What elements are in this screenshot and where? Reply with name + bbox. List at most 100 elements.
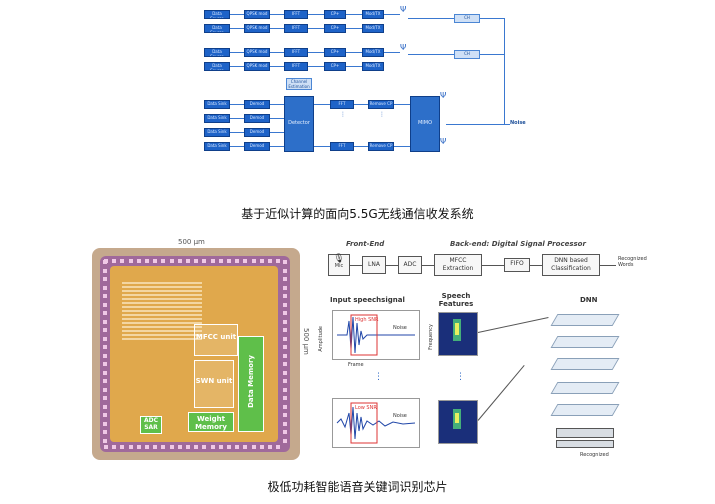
bond-pad [103,353,107,358]
bond-pad [120,445,125,449]
bond-pad [103,260,107,264]
bond-pad [145,259,149,263]
waveform-high-snr-svg [337,314,415,356]
microphone-icon: 🎙 [333,254,345,264]
rx-block: Data Sink [204,100,230,109]
bond-pad [283,285,287,290]
tx-block: QPSK mod [244,48,270,57]
chip-micrograph: 500 μm 500 μm MFCC unit SWN unit Data Me… [88,238,310,463]
dnn-output-block [556,428,614,438]
keyword-spotting-pipeline: Front-End Back-end: Digital Signal Proce… [318,236,710,464]
tx-block: Mod/TX [362,24,384,33]
dnn-layer [550,404,620,416]
bond-pad [227,259,231,263]
bond-pad [283,438,287,443]
bond-pad [202,445,207,449]
bond-pad [104,445,108,449]
mfcc-extraction-block: MFCC Extraction [434,254,482,276]
bond-pad [161,445,166,449]
tx-block: Data Source [204,62,230,71]
bond-pad [103,285,107,290]
tx-block: Mod/TX [362,10,384,19]
bond-pad [210,445,215,449]
bond-pad [283,336,287,341]
tx-block: IFFT [284,10,308,19]
bond-pad [103,302,107,307]
recognized-words-label: Recognized Words [618,256,647,268]
bond-pad [103,268,107,273]
rx-fft-block: FFT [330,100,354,109]
bond-pad [283,413,287,417]
recognized-label: Recognized [580,452,609,458]
bond-pad [169,259,174,263]
rx-block: Demod [244,128,270,137]
fifo-block: FIFO [504,258,530,272]
bond-pad [194,259,199,263]
tx-block: Mod/TX [362,62,384,71]
bond-pad [112,445,117,449]
caption-top: 基于近似计算的面向5.5G无线通信收发系统 [241,207,474,221]
waveform-low-snr: Low SNR Noise [332,398,420,448]
bond-pad [103,319,107,324]
antenna-icon: Ψ [440,91,447,100]
bond-pad [283,404,287,409]
tx-block: Data Source [204,48,230,57]
bond-pad [283,345,287,349]
bond-pad [103,345,107,349]
tx-block: Data Source [204,10,230,19]
detector-block: Detector [284,96,314,152]
low-snr-label: Low SNR [355,405,377,411]
bond-pad [283,362,287,366]
bond-pad [283,302,287,307]
mimo-block: MIMO [410,96,440,152]
bond-pad [186,259,190,263]
bond-pad [103,430,107,434]
bond-pad [186,445,190,449]
bond-pad [268,259,272,263]
bond-pad [283,268,287,273]
bond-pad [283,277,287,281]
bond-pad [103,336,107,341]
bond-pad [103,421,107,426]
speech-features-title: Speech Features [438,292,474,308]
bond-pad [283,430,287,434]
rx-cp-block: Remove CP [368,142,394,151]
tx-block: CP+ [324,48,346,57]
bond-pad [259,445,264,449]
bond-pad [169,445,174,449]
input-speech-title: Input speechsignal [330,296,405,304]
bond-pad [177,259,182,263]
bond-pad [103,438,107,443]
bond-pad [153,259,158,263]
dnn-layer [550,314,620,326]
tx-block: QPSK mod [244,62,270,71]
rx-block: Demod [244,100,270,109]
noise-tag-high: Noise [393,325,407,331]
tx-block: Mod/TX [362,48,384,57]
bond-pad [103,387,107,392]
bond-pad [136,259,141,263]
channel-estimation-block: Channel Estimation [286,78,312,90]
bond-pad [103,404,107,409]
rx-cp-block: Remove CP [368,100,394,109]
bond-pad [283,396,287,400]
bond-pad [103,328,107,332]
bond-pad [218,445,223,449]
tx-block: IFFT [284,48,308,57]
rx-block: Data Sink [204,128,230,137]
bond-pad [243,259,248,263]
data-memory-unit: Data Memory [238,336,264,432]
tx-block: Data Source [204,24,230,33]
bond-pad [103,362,107,366]
bond-pad [194,445,199,449]
bond-pad [235,445,240,449]
bond-pad [103,311,107,315]
bond-pad [276,259,281,263]
chip-logic-grid [122,280,202,340]
mic-label: Mic [334,263,344,269]
bond-pad [218,259,223,263]
bond-pad [243,445,248,449]
bond-pad [136,445,141,449]
frequency-label: Frequency [428,324,434,350]
dnn-title: DNN [580,296,598,304]
